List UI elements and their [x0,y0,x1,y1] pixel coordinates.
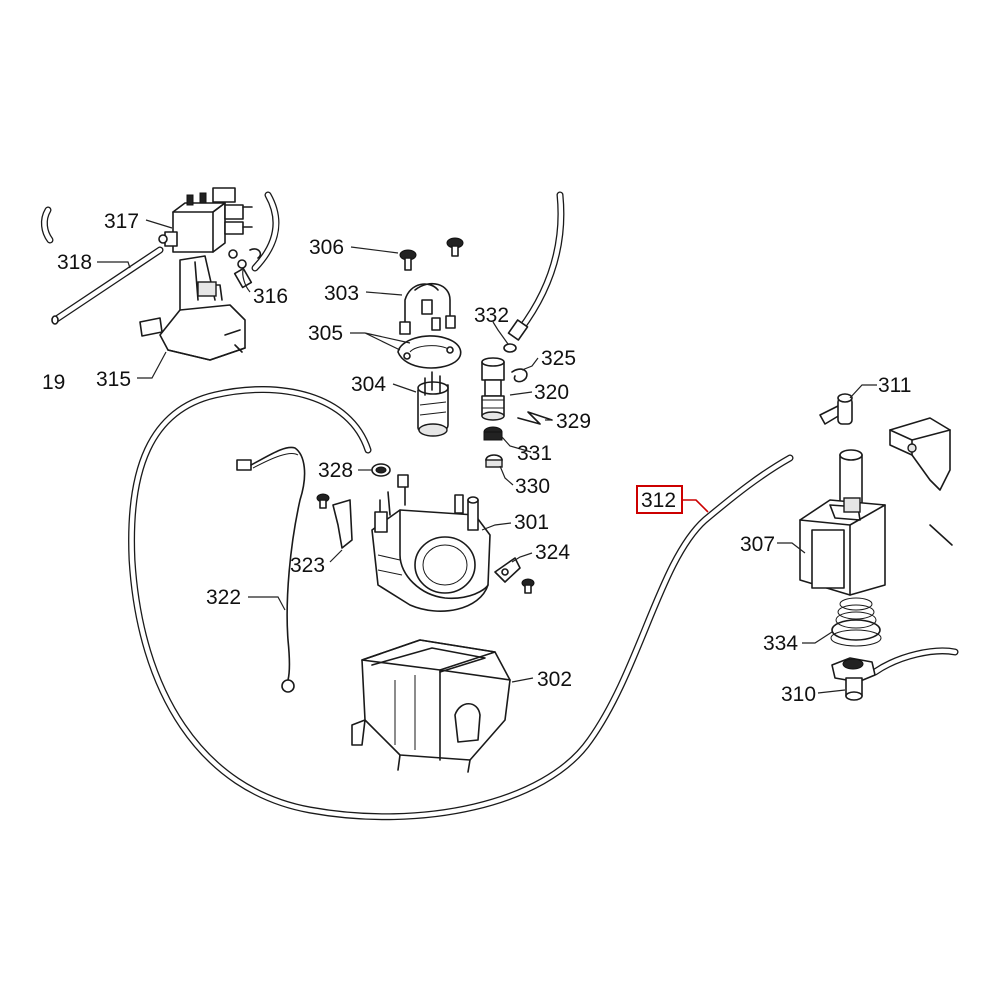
label-328[interactable]: 328 [318,459,353,482]
label-307[interactable]: 307 [740,533,775,556]
label-311[interactable]: 311 [878,374,911,397]
part-322-sensor-wire[interactable] [236,446,306,693]
part-328-clamp[interactable] [371,463,391,477]
part-304-thermostat[interactable] [417,371,449,437]
leader-312 [682,499,709,513]
part-320-connector[interactable] [481,357,505,421]
part-318-rod[interactable] [51,246,164,325]
part-329-clip[interactable] [517,411,553,425]
label-334[interactable]: 334 [763,632,798,655]
highlighted-part-312[interactable]: 312 [636,485,683,514]
label-332[interactable]: 332 [474,304,509,327]
label-319-partial[interactable]: 19 [42,371,65,394]
right-edge-bracket [889,417,953,546]
label-310[interactable]: 310 [781,683,816,706]
label-324[interactable]: 324 [535,541,570,564]
part-labels: 317 318 316 315 19 306 303 305 304 332 3… [42,210,911,706]
leader-lines [97,219,877,694]
label-330[interactable]: 330 [515,475,550,498]
part-324-bracket[interactable] [494,557,535,594]
label-316[interactable]: 316 [253,285,288,308]
part-305-gasket[interactable] [397,335,462,369]
part-316-clips[interactable] [228,248,262,289]
label-320[interactable]: 320 [534,381,569,404]
label-301[interactable]: 301 [514,511,549,534]
label-305[interactable]: 305 [308,322,343,345]
part-330-ring[interactable] [485,454,503,468]
label-322[interactable]: 322 [206,586,241,609]
label-317[interactable]: 317 [104,210,139,233]
part-332-hose[interactable] [507,191,565,341]
part-311-fitting[interactable] [819,393,853,425]
part-316-hose[interactable] [251,191,280,272]
label-331[interactable]: 331 [517,442,552,465]
part-301-heater[interactable] [371,474,491,612]
highlight-box-312 [636,485,683,514]
part-332-ring[interactable] [503,343,517,353]
label-329[interactable]: 329 [556,410,591,433]
label-302[interactable]: 302 [537,668,572,691]
label-325[interactable]: 325 [541,347,576,370]
label-315[interactable]: 315 [96,368,131,391]
part-310-hose[interactable] [871,647,959,676]
part-331-nut[interactable] [483,426,503,441]
part-306-screws[interactable] [399,237,464,271]
label-323[interactable]: 323 [290,554,325,577]
part-302-housing[interactable] [351,639,511,773]
part-317-solenoid-valve[interactable] [158,187,253,253]
part-315-bracket[interactable] [139,255,246,361]
label-306[interactable]: 306 [309,236,344,259]
part-310-fitting[interactable] [831,657,876,701]
label-303[interactable]: 303 [324,282,359,305]
label-312[interactable]: 312 [641,489,676,512]
part-312-hose[interactable] [128,386,794,821]
label-318[interactable]: 318 [57,251,92,274]
part-303-wires[interactable] [399,282,456,335]
part-334-spring[interactable] [830,597,882,647]
label-304[interactable]: 304 [351,373,386,396]
part-307-pump[interactable] [799,449,886,596]
part-323-bracket[interactable] [316,493,353,549]
part-325-clip[interactable] [511,368,528,383]
